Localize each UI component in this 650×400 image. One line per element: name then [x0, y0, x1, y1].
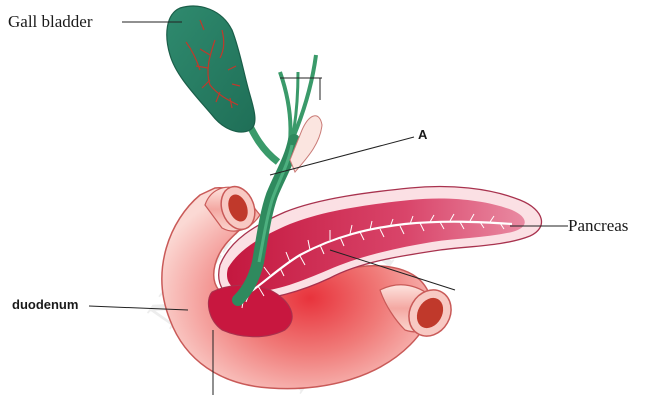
- label-pancreas: Pancreas: [568, 217, 628, 234]
- gall-bladder-body: [167, 6, 255, 132]
- hepatic-duct-left: [280, 72, 291, 142]
- gall-bladder: [167, 6, 255, 132]
- label-duodenum: duodenum: [12, 298, 78, 311]
- label-gall-bladder: Gall bladder: [8, 13, 93, 30]
- label-a: A: [418, 128, 427, 141]
